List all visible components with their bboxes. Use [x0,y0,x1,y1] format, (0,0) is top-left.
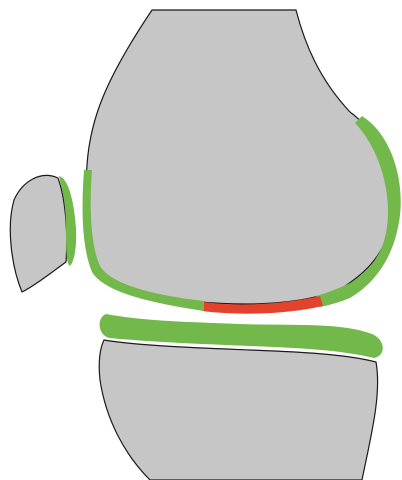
tibia-bone [99,340,377,480]
femur-bone [86,10,392,304]
patella-bone [10,175,66,292]
